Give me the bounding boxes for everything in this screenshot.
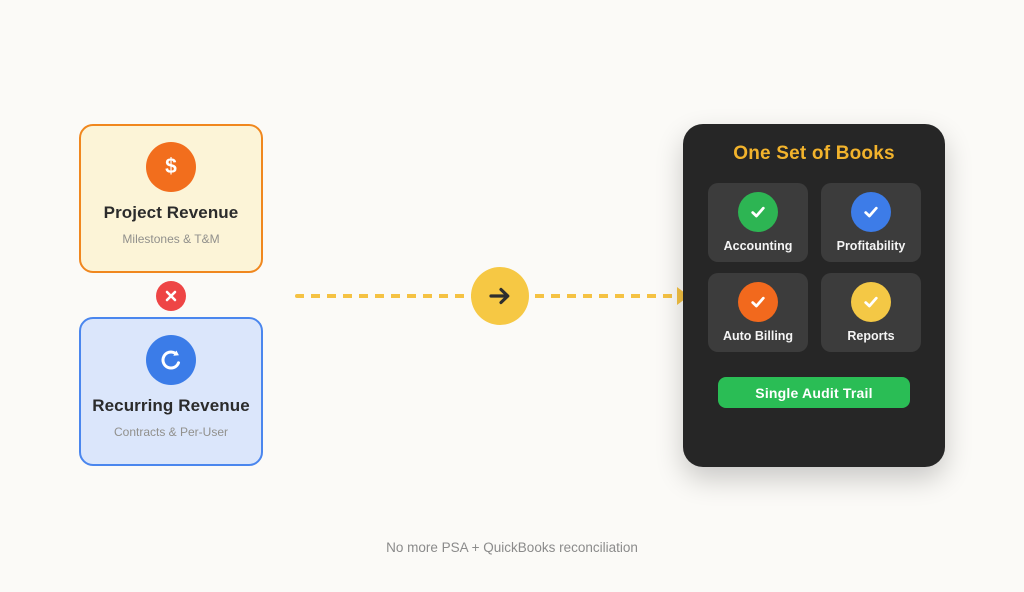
tile-label: Profitability xyxy=(836,239,906,253)
project-revenue-title: Project Revenue xyxy=(103,203,239,222)
refresh-icon xyxy=(146,335,196,385)
check-icon xyxy=(851,282,891,322)
single-audit-trail-button[interactable]: Single Audit Trail xyxy=(718,377,910,408)
check-icon xyxy=(738,282,778,322)
check-glyph xyxy=(751,296,765,308)
tile-accounting: Accounting xyxy=(708,183,808,262)
books-tile-grid: Accounting Profitability Auto Billing xyxy=(708,183,921,352)
check-glyph xyxy=(864,206,878,218)
check-icon xyxy=(738,192,778,232)
project-revenue-card: $ Project Revenue Milestones & T&M xyxy=(79,124,263,273)
check-icon xyxy=(851,192,891,232)
tile-label: Accounting xyxy=(723,239,793,253)
recurring-revenue-subtitle: Contracts & Per-User xyxy=(113,425,229,439)
arrow-right-glyph xyxy=(489,287,510,305)
arrow-right-icon xyxy=(471,267,529,325)
tile-label: Reports xyxy=(847,329,895,343)
tile-profitability: Profitability xyxy=(821,183,921,262)
refresh-glyph xyxy=(161,350,181,370)
check-glyph xyxy=(864,296,878,308)
check-glyph xyxy=(751,206,765,218)
dollar-icon: $ xyxy=(146,142,196,192)
tile-label: Auto Billing xyxy=(722,329,794,343)
tile-auto-billing: Auto Billing xyxy=(708,273,808,352)
panel-title: One Set of Books xyxy=(733,143,895,164)
tile-reports: Reports xyxy=(821,273,921,352)
recurring-revenue-card: Recurring Revenue Contracts & Per-User xyxy=(79,317,263,466)
one-set-of-books-panel: One Set of Books Accounting Profitabilit… xyxy=(683,124,945,467)
dollar-glyph: $ xyxy=(165,155,177,178)
project-revenue-subtitle: Milestones & T&M xyxy=(122,232,220,246)
x-icon xyxy=(156,281,186,311)
caption-text: No more PSA + QuickBooks reconciliation xyxy=(386,540,638,555)
recurring-revenue-title: Recurring Revenue xyxy=(92,396,250,415)
x-glyph xyxy=(165,290,177,302)
